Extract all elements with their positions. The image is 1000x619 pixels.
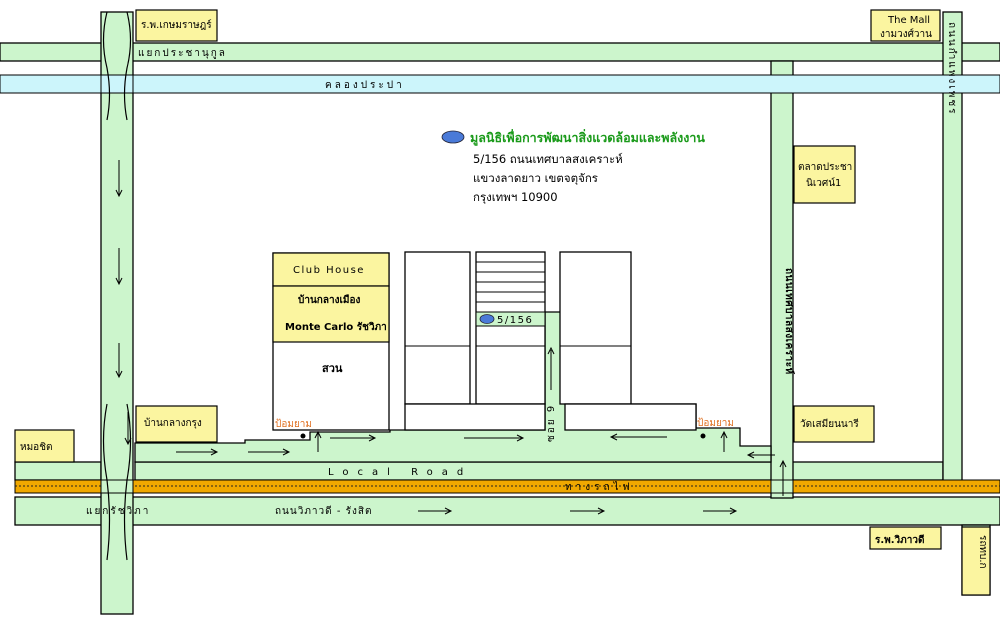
- market-label-1: ตลาดประชา: [798, 162, 852, 173]
- mor-chit-sign: [14, 429, 75, 463]
- townhouse-block-3: [559, 251, 632, 405]
- right-road-vertical-label: ถนนกำแพงเพชร: [946, 22, 957, 115]
- wat-samian-sign: [793, 405, 875, 443]
- right-vertical-road: [770, 60, 794, 499]
- security-post-dot-icon: [700, 433, 706, 439]
- the-mall-sign: [870, 9, 941, 42]
- townhouse-block-2: [475, 251, 546, 405]
- townhouse-block-1: [404, 251, 471, 405]
- village-sign: [272, 285, 390, 343]
- intersection-top-label: แยกประชานุกูล: [138, 48, 227, 59]
- foundation-logo-icon: [479, 314, 495, 324]
- market-label-2: นิเวศน์1: [806, 177, 841, 189]
- the-mall-label-1: The Mall: [887, 15, 930, 26]
- the-mall-label-2: งามวงศ์วาน: [880, 28, 932, 40]
- arrow-icon: [115, 160, 787, 515]
- ban-klang-krung-sign: [135, 405, 218, 443]
- top-road: [0, 42, 1000, 62]
- address-line-3: กรุงเทพฯ 10900: [473, 190, 558, 204]
- soi-9-label: ซอย 9: [546, 404, 557, 442]
- monte-carlo-label: Monte Carlo รัชวิภา: [285, 321, 387, 333]
- vibhavadi-road: [14, 496, 1000, 526]
- mor-chit-label: หมอชิต: [20, 442, 52, 453]
- hospital-vibhavadi-label: ร.พ.วิภาวดี: [875, 534, 925, 546]
- security-post-left-label: ป้อมยาม: [275, 418, 312, 430]
- address-line-1: 5/156 ถนนเทศบาลสงเคราะห์: [473, 152, 623, 166]
- unit-number-label: 5/156: [497, 315, 533, 326]
- bottom-right-vertical-label: รถทบ.ก: [977, 535, 988, 569]
- foundation-name: มูลนิธิเพื่อการพัฒนาสิ่งแวดล้อมและพลังงา…: [470, 129, 705, 146]
- club-house-label: Club House: [293, 265, 365, 276]
- foundation-logo-icon: [441, 130, 465, 144]
- garden-label: สวน: [322, 362, 343, 375]
- hospital-kaset-sign: [135, 9, 218, 42]
- canal-label: คลองประปา: [325, 80, 405, 91]
- security-post-right-label: ป้อมยาม: [697, 417, 734, 429]
- local-road-label: Local Road: [328, 467, 472, 478]
- bottom-right-sign: [961, 526, 991, 596]
- lower-building-right: [564, 403, 697, 431]
- left-vertical-road: [100, 11, 134, 615]
- railway-label: ทางรถไฟ: [565, 481, 634, 493]
- hospital-kaset-label: ร.พ.เกษมราษฎร์: [141, 19, 212, 31]
- vibhavadi-road-label: ถนนวิภาวดี - รังสิต: [275, 505, 372, 517]
- address-line-2: แขวงลาดยาว เขตจตุจักร: [473, 171, 598, 185]
- unit-5156-highlight: [475, 311, 546, 327]
- lower-building: [404, 403, 546, 431]
- bridge-curves: [102, 11, 132, 561]
- village-name-label: บ้านกลางเมือง: [298, 294, 360, 306]
- left-side-road: [14, 461, 102, 481]
- canal: [0, 74, 1000, 94]
- tessaban-road-label: ถนนเทศบาลสงเคราะห์: [783, 268, 795, 375]
- market-sign: [793, 145, 856, 204]
- local-road: [134, 461, 944, 481]
- intersection-bottom-label: แยกรัชวิภา: [86, 506, 150, 517]
- ban-klang-krung-label: บ้านกลางกรุง: [144, 417, 202, 429]
- wat-samian-label: วัดเสมียนนารี: [800, 418, 859, 430]
- security-post-dot-icon: [300, 433, 306, 439]
- hospital-vibhavadi-sign: [869, 526, 942, 550]
